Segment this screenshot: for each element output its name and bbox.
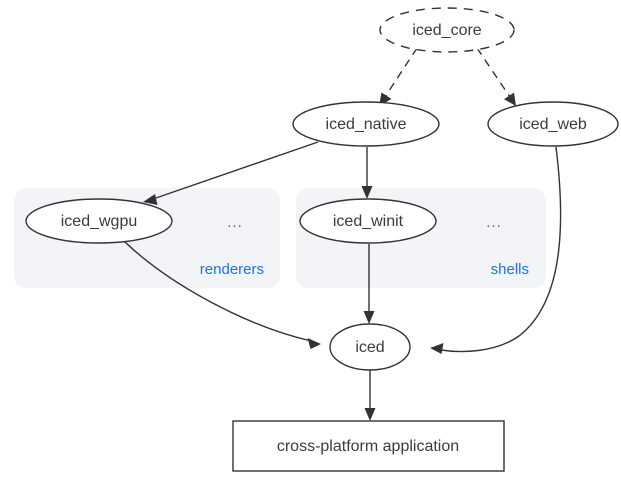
edge-iced_native-to-iced_wgpu [143, 141, 319, 205]
iced-ellipse[interactable] [329, 323, 411, 371]
iced_web-ellipse[interactable] [487, 101, 619, 147]
iced-label: iced [355, 339, 384, 356]
edge-iced_web-to-iced [430, 146, 562, 354]
iced_winit-ellipse[interactable] [299, 198, 437, 244]
application-label: cross-platform application [277, 438, 459, 455]
shells-more-ellipsis: ... [486, 214, 502, 231]
iced_native-ellipse[interactable] [292, 101, 440, 147]
node-application[interactable]: cross-platform application [232, 420, 505, 472]
edge-iced_wgpu-to-iced [124, 241, 321, 349]
cluster-shells-label: shells [491, 261, 529, 278]
node-iced_native[interactable]: iced_native [292, 101, 440, 147]
node-iced_winit[interactable]: iced_winit [299, 198, 437, 244]
iced_winit-label: iced_winit [333, 213, 404, 230]
edge-iced-to-application [364, 370, 376, 421]
edge-iced_core-to-iced_web [476, 47, 516, 106]
cluster-renderers-label: renderers [200, 261, 264, 278]
iced_wgpu-ellipse[interactable] [25, 198, 173, 244]
edge-iced_native-to-iced_winit [361, 147, 373, 199]
application-rect[interactable] [232, 420, 505, 472]
iced_core-ellipse[interactable] [379, 7, 515, 53]
iced_wgpu-label: iced_wgpu [61, 213, 138, 230]
node-iced_core[interactable]: iced_core [379, 7, 515, 53]
node-iced[interactable]: iced [329, 323, 411, 371]
edge-iced_core-to-iced_native [379, 47, 418, 106]
renderers-more-ellipsis: ... [227, 214, 243, 231]
iced_core-label: iced_core [412, 22, 481, 39]
edge-iced_winit-to-iced [363, 244, 375, 324]
node-iced_web[interactable]: iced_web [487, 101, 619, 147]
node-iced_wgpu[interactable]: iced_wgpu [25, 198, 173, 244]
iced_web-label: iced_web [519, 116, 587, 133]
iced_native-label: iced_native [326, 116, 407, 133]
